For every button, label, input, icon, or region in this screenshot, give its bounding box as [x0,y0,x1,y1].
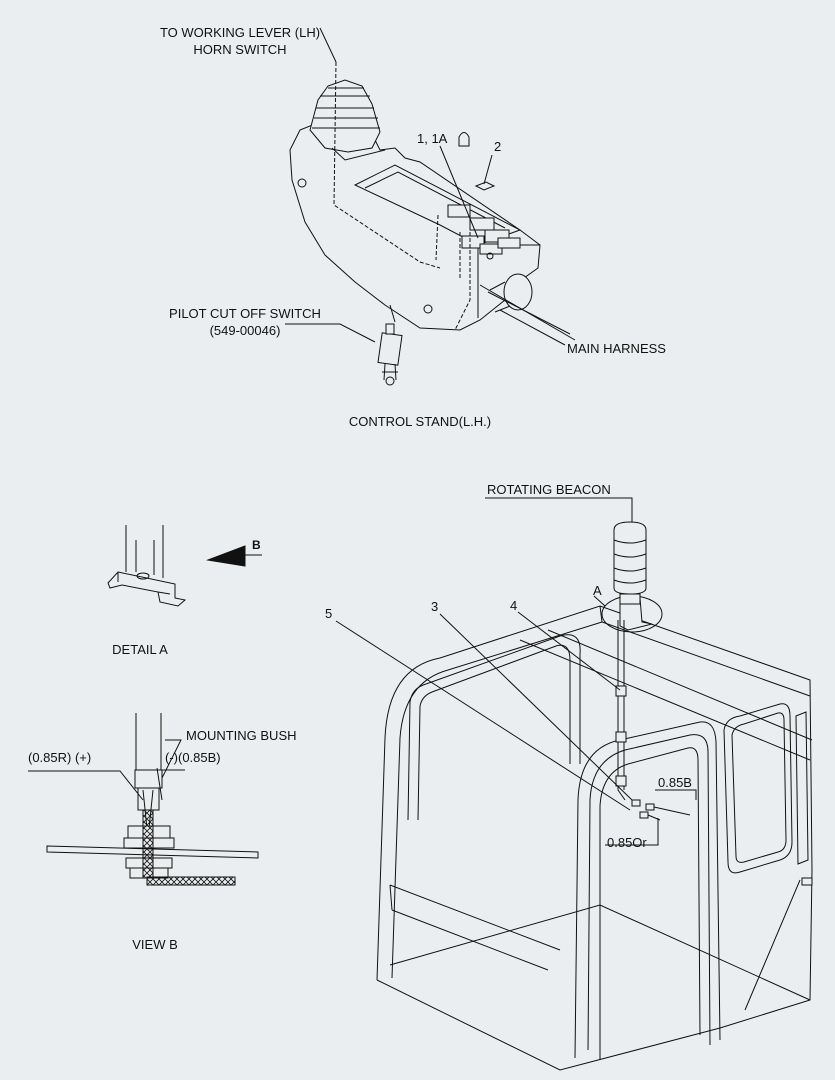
part-5-label: 5 [325,606,332,621]
cab-leader-lines [335,497,697,846]
cab-drawing [376,595,813,1071]
wire-085r-plus-label: (0.85R) (+) [28,750,91,765]
main-harness-label: MAIN HARNESS [567,341,666,356]
wire-085or-label: 0.85Or [607,835,647,850]
control-stand-caption: CONTROL STAND(L.H.) [349,414,491,429]
detail-a-marker: A [593,583,602,598]
pilot-cut-off-label: PILOT CUT OFF SWITCH [169,306,321,321]
wire-085b-label: 0.85B [658,775,692,790]
switch-block [479,243,503,255]
control-stand-drawing [285,27,576,386]
part-2-label: 2 [494,139,501,154]
switch-block [497,237,521,249]
view-b-drawing [28,713,259,886]
part-3-label: 3 [431,599,438,614]
switch-block [447,204,471,218]
view-arrow-b-label: B [252,538,261,552]
part-1-1a-label: 1, 1A [417,131,448,146]
horn-switch-label: HORN SWITCH [193,42,286,57]
detail-a-caption: DETAIL A [112,642,168,657]
to-working-lever-label: TO WORKING LEVER (LH) [160,25,320,40]
mounting-bush-label: MOUNTING BUSH [186,728,297,743]
wire-minus-085b-label: (-)(0.85B) [165,750,221,765]
switch-block [461,235,485,249]
detail-a-drawing [107,525,262,607]
view-b-caption: VIEW B [132,937,178,952]
pilot-cut-off-part-number: (549-00046) [210,323,281,338]
pilot-cut-off-switch [377,332,403,366]
rotating-beacon [613,521,647,605]
part-4-label: 4 [510,598,517,613]
rotating-beacon-label: ROTATING BEACON [487,482,611,497]
switch-block [469,217,495,231]
